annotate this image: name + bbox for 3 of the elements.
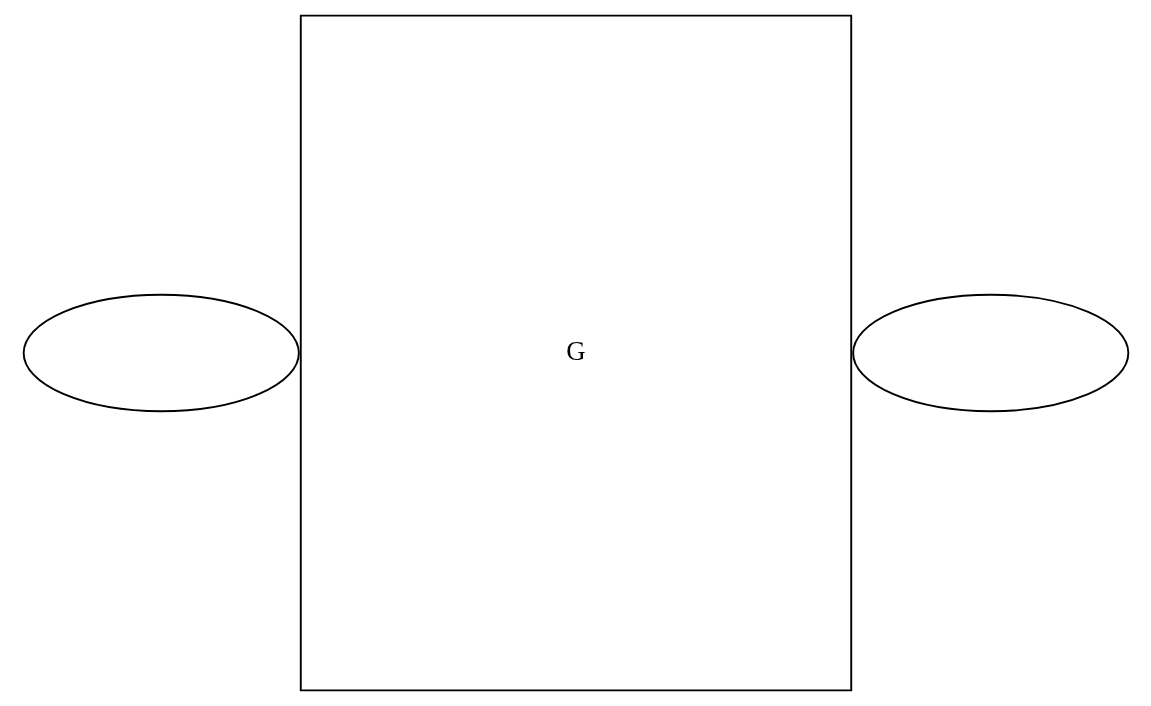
node-ellipse (22, 293, 300, 413)
node-ellipse (851, 293, 1129, 413)
node-box: G (299, 14, 852, 692)
